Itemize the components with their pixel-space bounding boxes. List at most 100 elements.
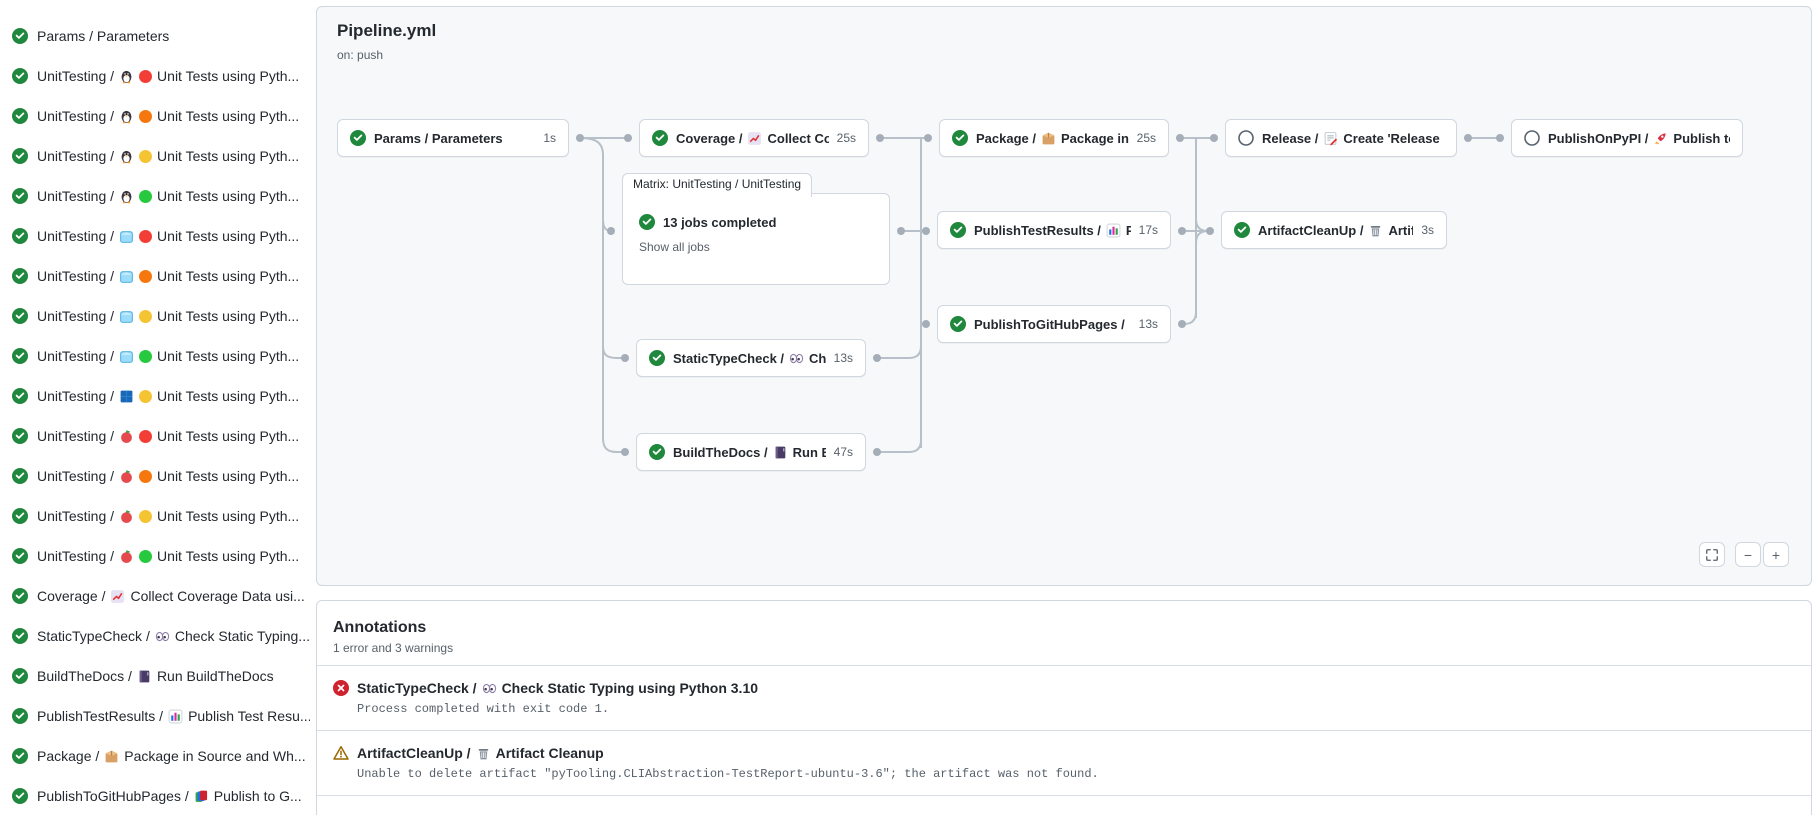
node-step-label: Publish to ... bbox=[1673, 130, 1730, 146]
graph-node-coverage[interactable]: Coverage /Collect Cove...25s bbox=[639, 119, 869, 157]
success-status-icon bbox=[12, 668, 28, 684]
node-duration: 47s bbox=[833, 445, 853, 459]
node-job-name: StaticTypeCheck / bbox=[673, 350, 785, 366]
sidebar-job-item[interactable]: UnitTesting /Unit Tests using Pyth... bbox=[0, 416, 318, 456]
job-step-label: Unit Tests using Pyth... bbox=[157, 348, 300, 364]
job-name: UnitTesting / bbox=[37, 428, 115, 444]
node-step-label: Artifac... bbox=[1388, 222, 1414, 238]
sidebar-job-item[interactable]: UnitTesting /Unit Tests using Pyth... bbox=[0, 536, 318, 576]
sidebar-job-item[interactable]: UnitTesting / Unit Tests using Pyth... bbox=[0, 56, 318, 96]
graph-controls: − + bbox=[1699, 542, 1789, 567]
node-step-label: Collect Cove... bbox=[767, 130, 829, 146]
job-step-label: Unit Tests using Pyth... bbox=[157, 148, 300, 164]
chart-increasing-icon bbox=[110, 589, 125, 604]
fullscreen-icon bbox=[1706, 548, 1718, 561]
graph-node-pypi[interactable]: PublishOnPyPI / Publish to ... bbox=[1511, 119, 1743, 157]
python-version-dot-orange bbox=[139, 469, 153, 483]
node-job-name: PublishToGitHubPages / bbox=[974, 316, 1125, 332]
matrix-summary: 13 jobs completed bbox=[663, 214, 777, 230]
job-name: UnitTesting / bbox=[37, 148, 115, 164]
success-status-icon bbox=[12, 348, 28, 364]
graph-node-pages[interactable]: PublishToGitHubPages /...13s bbox=[937, 305, 1171, 343]
job-step-label: Unit Tests using Pyth... bbox=[157, 468, 300, 484]
sidebar-job-item[interactable]: UnitTesting / Unit Tests using Pyth... bbox=[0, 136, 318, 176]
annotations-header: Annotations 1 error and 3 warnings bbox=[317, 601, 1811, 665]
ice-cube-icon bbox=[119, 269, 134, 284]
sidebar-job-item[interactable]: UnitTesting /Unit Tests using Pyth... bbox=[0, 256, 318, 296]
graph-node-stc[interactable]: StaticTypeCheck /Chec...13s bbox=[636, 339, 866, 377]
skipped-status-icon bbox=[1524, 130, 1540, 146]
eyes-icon bbox=[789, 351, 804, 366]
success-status-icon bbox=[950, 316, 966, 332]
success-status-icon bbox=[12, 108, 28, 124]
sidebar-job-item[interactable]: UnitTesting /Unit Tests using Pyth... bbox=[0, 216, 318, 256]
node-job-name: Release / bbox=[1262, 130, 1319, 146]
graph-node-cleanup[interactable]: ArtifactCleanUp /Artifac...3s bbox=[1221, 211, 1447, 249]
success-status-icon bbox=[12, 228, 28, 244]
matrix-group-node[interactable]: 13 jobs completed Show all jobs bbox=[622, 193, 890, 285]
node-job-name: Coverage / bbox=[676, 130, 743, 146]
job-step-label: Unit Tests using Pyth... bbox=[157, 108, 300, 124]
fullscreen-button[interactable] bbox=[1699, 542, 1725, 567]
node-job-name: PublishOnPyPI / bbox=[1548, 130, 1649, 146]
sidebar-job-item[interactable]: Params / Parameters bbox=[0, 16, 318, 56]
node-step-label: Run Buil... bbox=[792, 444, 826, 460]
job-name: Package / bbox=[37, 748, 100, 764]
graph-node-btd[interactable]: BuildTheDocs /Run Buil...47s bbox=[636, 433, 866, 471]
sidebar-job-item[interactable]: BuildTheDocs /Run BuildTheDocs bbox=[0, 656, 318, 696]
ice-cube-icon bbox=[119, 349, 134, 364]
success-status-icon bbox=[12, 68, 28, 84]
graph-node-release[interactable]: Release /Create 'Release P... bbox=[1225, 119, 1457, 157]
sidebar-job-item[interactable]: Coverage /Collect Coverage Data usi... bbox=[0, 576, 318, 616]
job-step-label: Unit Tests using Pyth... bbox=[157, 228, 300, 244]
job-step-label: Unit Tests using Pyth... bbox=[157, 188, 300, 204]
sidebar-job-item[interactable]: UnitTesting / Unit Tests using Pyth... bbox=[0, 336, 318, 376]
sidebar-job-item[interactable]: UnitTesting /Unit Tests using Pyth... bbox=[0, 376, 318, 416]
success-status-icon bbox=[12, 148, 28, 164]
sidebar-job-item[interactable]: Package / Package in Source and Wh... bbox=[0, 736, 318, 776]
sidebar-job-item[interactable]: UnitTesting /Unit Tests using Pyth... bbox=[0, 176, 318, 216]
python-version-dot-yellow bbox=[139, 309, 153, 323]
job-name: PublishToGitHubPages / bbox=[37, 788, 189, 804]
job-name: UnitTesting / bbox=[37, 388, 115, 404]
sidebar-job-item[interactable]: UnitTesting /Unit Tests using Pyth... bbox=[0, 496, 318, 536]
graph-node-ptr[interactable]: PublishTestResults /Pu...17s bbox=[937, 211, 1171, 249]
node-step-label: Package in So... bbox=[1061, 130, 1129, 146]
skipped-status-icon bbox=[1238, 130, 1254, 146]
success-status-icon bbox=[350, 130, 366, 146]
node-step-label: Pu... bbox=[1125, 222, 1131, 238]
node-duration: 17s bbox=[1138, 223, 1158, 237]
penguin-icon bbox=[119, 149, 134, 164]
workflow-file-title: Pipeline.yml bbox=[337, 21, 437, 40]
python-version-dot-green bbox=[139, 189, 153, 203]
annotation-title-link[interactable]: StaticTypeCheck /Check Static Typing usi… bbox=[357, 680, 758, 696]
graph-node-package[interactable]: Package /Package in So...25s bbox=[939, 119, 1169, 157]
sidebar-job-item[interactable]: UnitTesting / Unit Tests using Pyth... bbox=[0, 96, 318, 136]
sidebar-job-item[interactable]: PublishToGitHubPages /Publish to G... bbox=[0, 776, 318, 815]
job-name: UnitTesting / bbox=[37, 348, 115, 364]
sidebar-job-item[interactable]: StaticTypeCheck /Check Static Typing... bbox=[0, 616, 318, 656]
node-duration: 13s bbox=[1138, 317, 1158, 331]
annotation-message: Process completed with exit code 1. bbox=[357, 702, 610, 716]
node-duration: 3s bbox=[1421, 223, 1434, 237]
job-step-label: Unit Tests using Pyth... bbox=[157, 68, 300, 84]
wastebasket-icon bbox=[1368, 223, 1383, 238]
annotation-title-link[interactable]: ArtifactCleanUp /Artifact Cleanup bbox=[357, 745, 604, 761]
job-name: UnitTesting / bbox=[37, 108, 115, 124]
success-status-icon bbox=[649, 350, 665, 366]
python-version-dot-red bbox=[139, 229, 153, 243]
sidebar-job-item[interactable]: UnitTesting /Unit Tests using Pyth... bbox=[0, 456, 318, 496]
python-version-dot-red bbox=[139, 429, 153, 443]
node-duration: 1s bbox=[543, 131, 556, 145]
apple-icon bbox=[119, 549, 134, 564]
job-name: UnitTesting / bbox=[37, 68, 115, 84]
zoom-out-button[interactable]: − bbox=[1735, 542, 1761, 567]
ice-cube-icon bbox=[119, 229, 134, 244]
zoom-in-button[interactable]: + bbox=[1763, 542, 1789, 567]
show-all-jobs-link[interactable]: Show all jobs bbox=[639, 240, 710, 254]
ice-cube-icon bbox=[119, 309, 134, 324]
job-step-label: Package in Source and Wh... bbox=[124, 748, 306, 764]
sidebar-job-item[interactable]: PublishTestResults /Publish Test Resu... bbox=[0, 696, 318, 736]
sidebar-job-item[interactable]: UnitTesting /Unit Tests using Pyth... bbox=[0, 296, 318, 336]
